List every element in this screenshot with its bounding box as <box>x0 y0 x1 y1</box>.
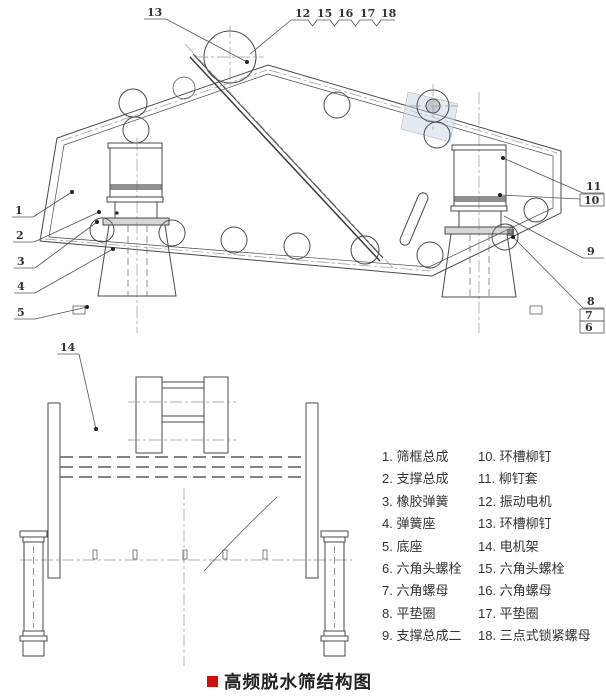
support-strut <box>399 192 429 246</box>
callout-2: 2 <box>16 229 24 242</box>
legend-item: 16. 六角螺母 <box>478 583 552 599</box>
left-pedestal <box>97 224 177 297</box>
callout-13: 13 <box>147 6 162 19</box>
base-frame <box>72 305 543 315</box>
legend-item: 12. 振动电机 <box>478 493 552 509</box>
front-view <box>19 376 352 666</box>
motor-bracket <box>400 91 459 143</box>
callout-3: 3 <box>17 255 25 268</box>
legend-item: 13. 环槽柳钉 <box>478 516 552 532</box>
right-pedestal <box>441 233 517 298</box>
screen-deck <box>184 43 396 271</box>
frame-outer <box>39 64 562 277</box>
frame-inner <box>48 73 554 268</box>
left-support-tower <box>97 138 177 333</box>
bolt-row <box>92 549 268 560</box>
motor-frame <box>128 376 236 454</box>
callout-7: 7 <box>585 309 593 322</box>
right-post <box>305 402 319 579</box>
legend-item: 7. 六角螺母 <box>382 583 449 599</box>
callout-15: 15 <box>317 7 332 20</box>
bottom-springs <box>89 197 549 269</box>
legend-item: 4. 弹簧座 <box>382 516 436 532</box>
callout-8: 8 <box>587 295 595 308</box>
legend-item: 3. 橡胶弹簧 <box>382 493 449 509</box>
callout-10: 10 <box>584 194 600 207</box>
callout-12: 12 <box>295 7 310 20</box>
parts-legend: 1. 筛框总成 10. 环槽柳钉 2. 支撑总成 11. 柳钉套 3. 橡胶弹簧… <box>382 446 606 648</box>
legend-item: 10. 环槽柳钉 <box>478 449 552 464</box>
legend-item: 11. 柳钉套 <box>478 471 538 487</box>
callout-4: 4 <box>17 280 25 293</box>
callout-6: 6 <box>585 321 593 334</box>
legend-item: 2. 支撑总成 <box>382 471 449 487</box>
legend-item: 14. 电机架 <box>478 538 539 554</box>
callout-11: 11 <box>586 180 601 193</box>
callout-17: 17 <box>360 7 375 20</box>
legend-item: 15. 六角头螺栓 <box>478 560 565 576</box>
legend-item: 9. 支撑总成二 <box>382 628 462 644</box>
red-square-bullet-icon <box>207 676 218 687</box>
callout-5: 5 <box>17 306 25 319</box>
top-mounts <box>118 26 459 149</box>
side-view <box>39 26 562 333</box>
callout-16: 16 <box>338 7 354 20</box>
callout-18: 18 <box>381 7 397 20</box>
legend-item: 8. 平垫圈 <box>382 605 436 621</box>
right-leg <box>320 530 349 657</box>
caption: 高频脱水筛结构图 <box>207 669 372 694</box>
legend-item: 17. 平垫圈 <box>478 605 539 621</box>
caption-text: 高频脱水筛结构图 <box>224 672 372 692</box>
callout-9: 9 <box>587 245 595 258</box>
callout-14: 14 <box>60 341 76 354</box>
legend-item: 18. 三点式锁紧螺母 <box>478 628 591 644</box>
left-post <box>47 402 61 579</box>
callout-1: 1 <box>15 204 23 217</box>
right-support-tower <box>441 92 517 333</box>
legend-item: 5. 底座 <box>382 538 423 554</box>
legend-item: 6. 六角头螺栓 <box>382 560 462 576</box>
left-leg <box>19 530 48 657</box>
legend-item: 1. 筛框总成 <box>382 449 449 464</box>
callouts: 13 12 15 16 17 18 1 2 3 4 5 11 <box>12 6 605 431</box>
